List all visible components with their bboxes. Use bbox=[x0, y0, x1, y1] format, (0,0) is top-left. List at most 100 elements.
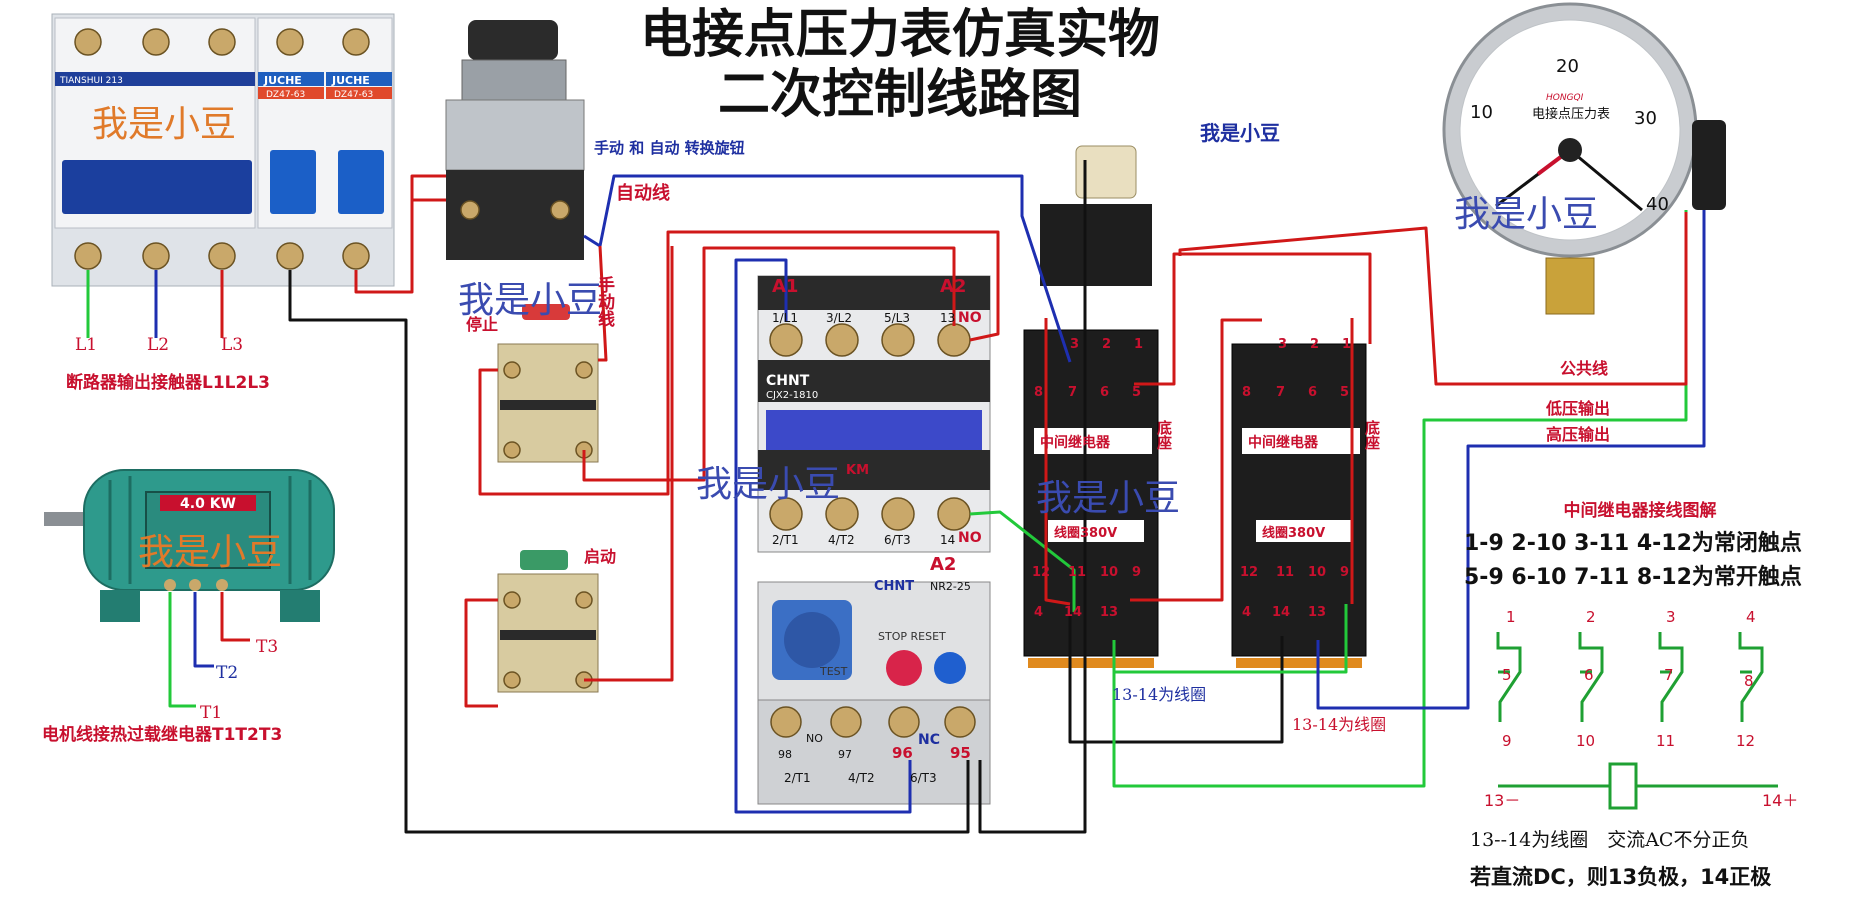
motor-foot-left bbox=[100, 590, 140, 622]
r1-top-2: 2 bbox=[1102, 337, 1111, 352]
gauge-tick-30: 30 bbox=[1634, 108, 1657, 129]
motor-power: 4.0 KW bbox=[180, 496, 236, 512]
legend-note2: 若直流DC，则13负极，14正极 bbox=[1469, 865, 1772, 889]
breaker-brand2b: JUCHE bbox=[331, 74, 370, 87]
pressure-gauge bbox=[1442, 2, 1726, 315]
r2-bot-14: 14 bbox=[1272, 605, 1290, 620]
r2-low-10: 10 bbox=[1308, 565, 1326, 580]
relay-legend-diagram bbox=[1496, 632, 1778, 810]
legend-coil-right: 14＋ bbox=[1762, 791, 1798, 810]
r1-low-11: 11 bbox=[1068, 565, 1086, 580]
r2-top-3: 3 bbox=[1278, 337, 1287, 352]
contactor-bottom-screws bbox=[769, 497, 971, 531]
overload-dial-knob bbox=[784, 612, 840, 668]
contactor-a2-bottom: A2 bbox=[930, 554, 956, 575]
breaker-brand3-strip bbox=[326, 72, 392, 86]
watermark-top: 我是小豆 bbox=[1200, 121, 1280, 145]
gauge-name: 电接点压力表 bbox=[1532, 106, 1610, 122]
r2-low-9: 9 bbox=[1340, 565, 1349, 580]
contactor-brand-strip bbox=[758, 360, 990, 402]
stop-label: 停止 bbox=[466, 315, 498, 334]
start-divider bbox=[500, 630, 596, 640]
breaker-top-screws bbox=[74, 28, 370, 56]
relay1-coil-note: 13-14为线圈 bbox=[1112, 685, 1206, 704]
breaker-model-strip-a bbox=[258, 87, 324, 99]
relay2-base: 底座 bbox=[1363, 419, 1381, 451]
overload-96: 96 bbox=[892, 744, 913, 762]
wire-motor-t3 bbox=[220, 592, 250, 642]
legend-mid-5: 5 bbox=[1502, 666, 1512, 684]
gauge-tick-10: 10 bbox=[1470, 102, 1493, 123]
gauge-side-box bbox=[1692, 120, 1726, 210]
wire-auto-blue bbox=[583, 174, 1072, 363]
legend-bot-9: 9 bbox=[1502, 732, 1512, 750]
relay2-foot bbox=[1236, 658, 1362, 668]
legend-mid-6: 6 bbox=[1584, 666, 1594, 684]
breaker-caption: 断路器输出接触器L1L2L3 bbox=[66, 372, 270, 393]
watermark-relay: 我是小豆 bbox=[1036, 478, 1180, 519]
wire-motor-t1 bbox=[168, 592, 196, 708]
contactor-km: KM bbox=[846, 463, 869, 478]
r1-top-3: 3 bbox=[1070, 337, 1079, 352]
r1-mid-8: 8 bbox=[1034, 385, 1043, 400]
term-13: 13 bbox=[940, 311, 955, 325]
breaker-model-a: DZ47-63 bbox=[266, 90, 305, 100]
breaker-brand2a: JUCHE bbox=[263, 74, 302, 87]
legend-contact-2 bbox=[1578, 632, 1604, 722]
wire-stop-contactor bbox=[478, 230, 1000, 496]
motor-shaft bbox=[44, 512, 94, 526]
label-l1: L1 bbox=[75, 335, 97, 355]
motor-caption: 电机线接热过载继电器T1T2T3 bbox=[42, 724, 282, 745]
wire-start-right bbox=[584, 246, 674, 682]
legend-top-1: 1 bbox=[1506, 608, 1516, 626]
r1-bot-4: 4 bbox=[1034, 605, 1043, 620]
stop-button bbox=[497, 304, 599, 463]
wire-black-neutral bbox=[288, 270, 970, 834]
r1-low-12: 12 bbox=[1032, 565, 1050, 580]
selector-body bbox=[445, 99, 585, 171]
selector-knob bbox=[468, 20, 558, 60]
contactor-no-top: NO bbox=[958, 310, 982, 326]
contactor-top-strip bbox=[758, 276, 990, 310]
wire-start-left bbox=[464, 598, 498, 708]
overload-reset-button bbox=[934, 652, 966, 684]
relay1-coil: 线圈380V bbox=[1054, 525, 1117, 541]
gauge-tick-40: 40 bbox=[1646, 194, 1669, 215]
wire-manual-red bbox=[598, 245, 608, 362]
breaker-brand1: TIANSHUI 213 bbox=[59, 76, 123, 86]
legend-bot-11: 11 bbox=[1656, 732, 1675, 750]
contactor-no-bottom: NO bbox=[958, 530, 982, 546]
legend-coil bbox=[1608, 762, 1638, 810]
r1-mid-6: 6 bbox=[1100, 385, 1109, 400]
watermark-motor: 我是小豆 bbox=[138, 532, 282, 573]
term-2t1: 2/T1 bbox=[772, 533, 799, 547]
overload-stop-button bbox=[886, 650, 922, 686]
r1-low-10: 10 bbox=[1100, 565, 1118, 580]
wire-red-breaker-selector bbox=[354, 174, 446, 294]
relay2-coil-bg bbox=[1256, 520, 1352, 542]
wire-relay1-red1 bbox=[1044, 318, 1071, 606]
selector-collar bbox=[461, 59, 567, 101]
r1-low-9: 9 bbox=[1132, 565, 1141, 580]
gauge-hub bbox=[1558, 138, 1582, 162]
wire-relay2-red bbox=[1130, 318, 1262, 602]
watermark-contactor: 我是小豆 bbox=[696, 464, 840, 505]
contactor-top-screws bbox=[769, 323, 971, 357]
wire-black-rise bbox=[978, 160, 1087, 834]
legend-bot-10: 10 bbox=[1576, 732, 1595, 750]
gauge-face bbox=[1459, 19, 1681, 241]
overload-97: 97 bbox=[838, 748, 852, 761]
overload-test: TEST bbox=[819, 665, 848, 678]
r1-mid-7: 7 bbox=[1068, 385, 1077, 400]
legend-nc: 1-9 2-10 3-11 4-12为常闭触点 bbox=[1464, 530, 1802, 556]
gauge-stem bbox=[1545, 257, 1595, 315]
legend-contact-3 bbox=[1658, 632, 1684, 722]
contactor-brand: CHNT bbox=[766, 373, 810, 389]
motor-plate bbox=[160, 495, 256, 511]
start-label: 启动 bbox=[584, 547, 616, 566]
legend-bot-12: 12 bbox=[1736, 732, 1755, 750]
relay1-foot bbox=[1028, 658, 1154, 668]
label-t3: T3 bbox=[256, 637, 278, 657]
relay1-name: 中间继电器 bbox=[1040, 434, 1111, 451]
